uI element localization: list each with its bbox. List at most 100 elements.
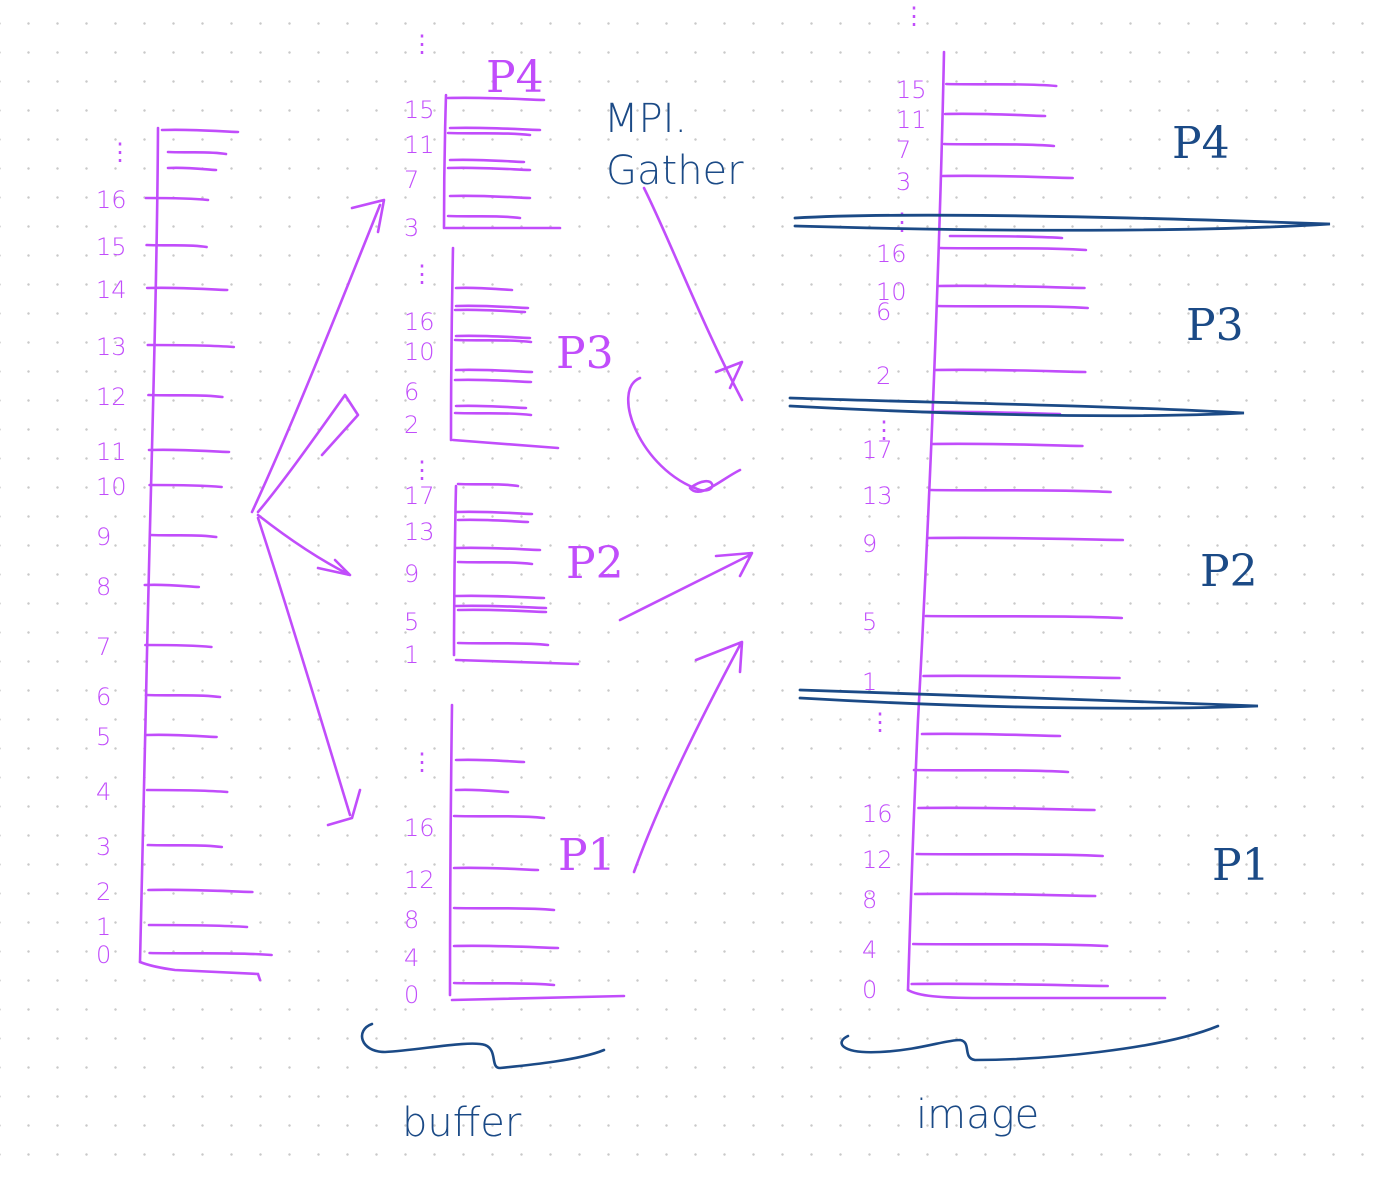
source-array-label-13: 13 — [96, 333, 127, 361]
buffer-label-p1-1: 4 — [404, 944, 419, 972]
image-cell-p2-4 — [931, 442, 1084, 448]
source-array-cell-1 — [147, 923, 249, 929]
buffer-segment-base-p3 — [451, 438, 560, 450]
buffer-segment-spine-p1 — [448, 703, 454, 997]
buffer-cell-p2-1 — [456, 608, 548, 614]
image-label-p4-0: 3 — [896, 168, 911, 196]
source-array-cell-17 — [160, 128, 240, 134]
buffer-cell-p1-2 — [452, 906, 556, 912]
image-cell-p2-2 — [927, 536, 1125, 542]
image-cell-p2-3 — [929, 488, 1112, 494]
source-ellipsis: ⋮ — [108, 138, 132, 166]
image-label-p2-1: 5 — [862, 608, 877, 636]
source-array-label-14: 14 — [96, 276, 127, 304]
divider-p2-p3 — [788, 396, 1245, 418]
scatter-arrows — [250, 198, 386, 827]
buffer-cell-p4-3 — [446, 96, 546, 102]
source-array-cell-7 — [144, 643, 213, 649]
image-cell-p4-2 — [943, 112, 1047, 118]
image-ellipsis-p4: ⋮ — [902, 2, 926, 30]
buffer-cell-p4-0 — [446, 214, 522, 220]
source-array-cell-11 — [147, 448, 231, 454]
scatter-arrow-p1 — [256, 516, 362, 827]
gather-arrow-p1 — [632, 640, 744, 874]
image-label-p1-0: 0 — [862, 976, 877, 1004]
source-array-label-9: 9 — [96, 523, 111, 551]
buffer-cell-p3-extra-0 — [454, 286, 514, 292]
image-label-p4-1: 7 — [896, 136, 911, 164]
buffer-ellipsis-p1: ⋮ — [410, 748, 434, 776]
image-cell-p2-1 — [924, 614, 1124, 620]
image-process-label-p3: P3 — [1186, 300, 1244, 351]
source-array-cell-2 — [147, 888, 254, 894]
image-brace — [840, 1024, 1220, 1062]
buffer-cell-p2-0 — [456, 641, 550, 647]
gather-label-line1: MPI. — [604, 96, 687, 142]
image-label-p2-3: 13 — [862, 482, 893, 510]
buffer-caption: buffer — [402, 1100, 522, 1146]
source-array-spine — [138, 126, 160, 964]
source-array-cell-0 — [148, 951, 273, 957]
buffer-segment-spine-p3 — [449, 246, 455, 442]
buffer-label-p4-2: 11 — [404, 131, 435, 159]
source-array-cell-3 — [146, 843, 224, 849]
source-array-label-6: 6 — [96, 683, 111, 711]
image-dividers — [788, 213, 1331, 710]
buffer-cell-p3-2 — [453, 338, 533, 344]
source-array-cell-9 — [148, 533, 218, 539]
gather-arrow-p3 — [626, 376, 742, 494]
buffer-label-p1-4: 16 — [404, 814, 435, 842]
source-array-label-4: 4 — [96, 778, 111, 806]
buffer-cell-p2-extra-2 — [454, 594, 546, 600]
gather-arrow-p2 — [618, 551, 754, 622]
buffer-ellipsis-p2: ⋮ — [410, 456, 434, 484]
buffer-label-p2-3: 13 — [404, 518, 435, 546]
source-array-cell-14 — [145, 286, 229, 292]
buffer-label-p1-3: 12 — [404, 866, 435, 894]
source-array-label-8: 8 — [96, 573, 111, 601]
image-cell-p3-2 — [937, 284, 1086, 290]
buffer-label-p1-0: 0 — [404, 981, 419, 1009]
buffer-cell-p3-extra-1 — [454, 304, 530, 310]
gather-label-line2: Gather — [606, 148, 744, 194]
source-array-base — [138, 960, 262, 982]
source-array-label-3: 3 — [96, 833, 111, 861]
image-label-p1-4: 16 — [862, 800, 893, 828]
buffer-cell-p3-extra-2 — [454, 334, 532, 340]
image-cell-p3-3 — [938, 246, 1088, 252]
buffer-ellipsis-p3: ⋮ — [410, 260, 434, 288]
buffer-label-p1-2: 8 — [404, 906, 419, 934]
buffer-cell-p3-extra-4 — [454, 404, 528, 410]
buffer-cell-p3-0 — [453, 411, 533, 417]
divider-p3-p4 — [793, 213, 1331, 232]
image-cell-p3-1 — [936, 304, 1090, 310]
image-cell-p4-0 — [941, 174, 1074, 180]
image-cell-p3-0 — [933, 368, 1087, 374]
image-label-p2-4: 17 — [862, 436, 893, 464]
buffer-process-label-p4: P4 — [486, 52, 544, 103]
buffer-cell-p4-extra-1 — [448, 158, 526, 164]
image-ellipsis-p1: ⋮ — [868, 708, 892, 736]
image-label-p3-1: 6 — [876, 298, 891, 326]
image-label-p4-3: 15 — [896, 76, 927, 104]
source-array-label-0: 0 — [96, 941, 111, 969]
image-cell-p4-1 — [942, 142, 1056, 148]
buffer-label-p2-0: 1 — [404, 641, 419, 669]
image-label-p2-2: 9 — [862, 530, 877, 558]
source-array-cell-12 — [147, 393, 224, 399]
source-array-label-12: 12 — [96, 383, 127, 411]
image-array — [906, 50, 1167, 1000]
buffer-cell-p1-1 — [452, 944, 560, 950]
buffer-cell-p1-4 — [452, 814, 546, 820]
image-ellipsis-p2: ⋮ — [872, 416, 896, 444]
buffer-label-p3-1: 6 — [404, 378, 419, 406]
scatter-arrow-p2 — [256, 513, 352, 577]
image-label-p1-3: 12 — [862, 846, 893, 874]
image-process-label-p2: P2 — [1200, 546, 1258, 597]
image-label-p4-2: 11 — [896, 106, 927, 134]
buffer-cell-p2-3 — [456, 518, 530, 524]
buffer-segment-spine-p4 — [442, 93, 448, 230]
